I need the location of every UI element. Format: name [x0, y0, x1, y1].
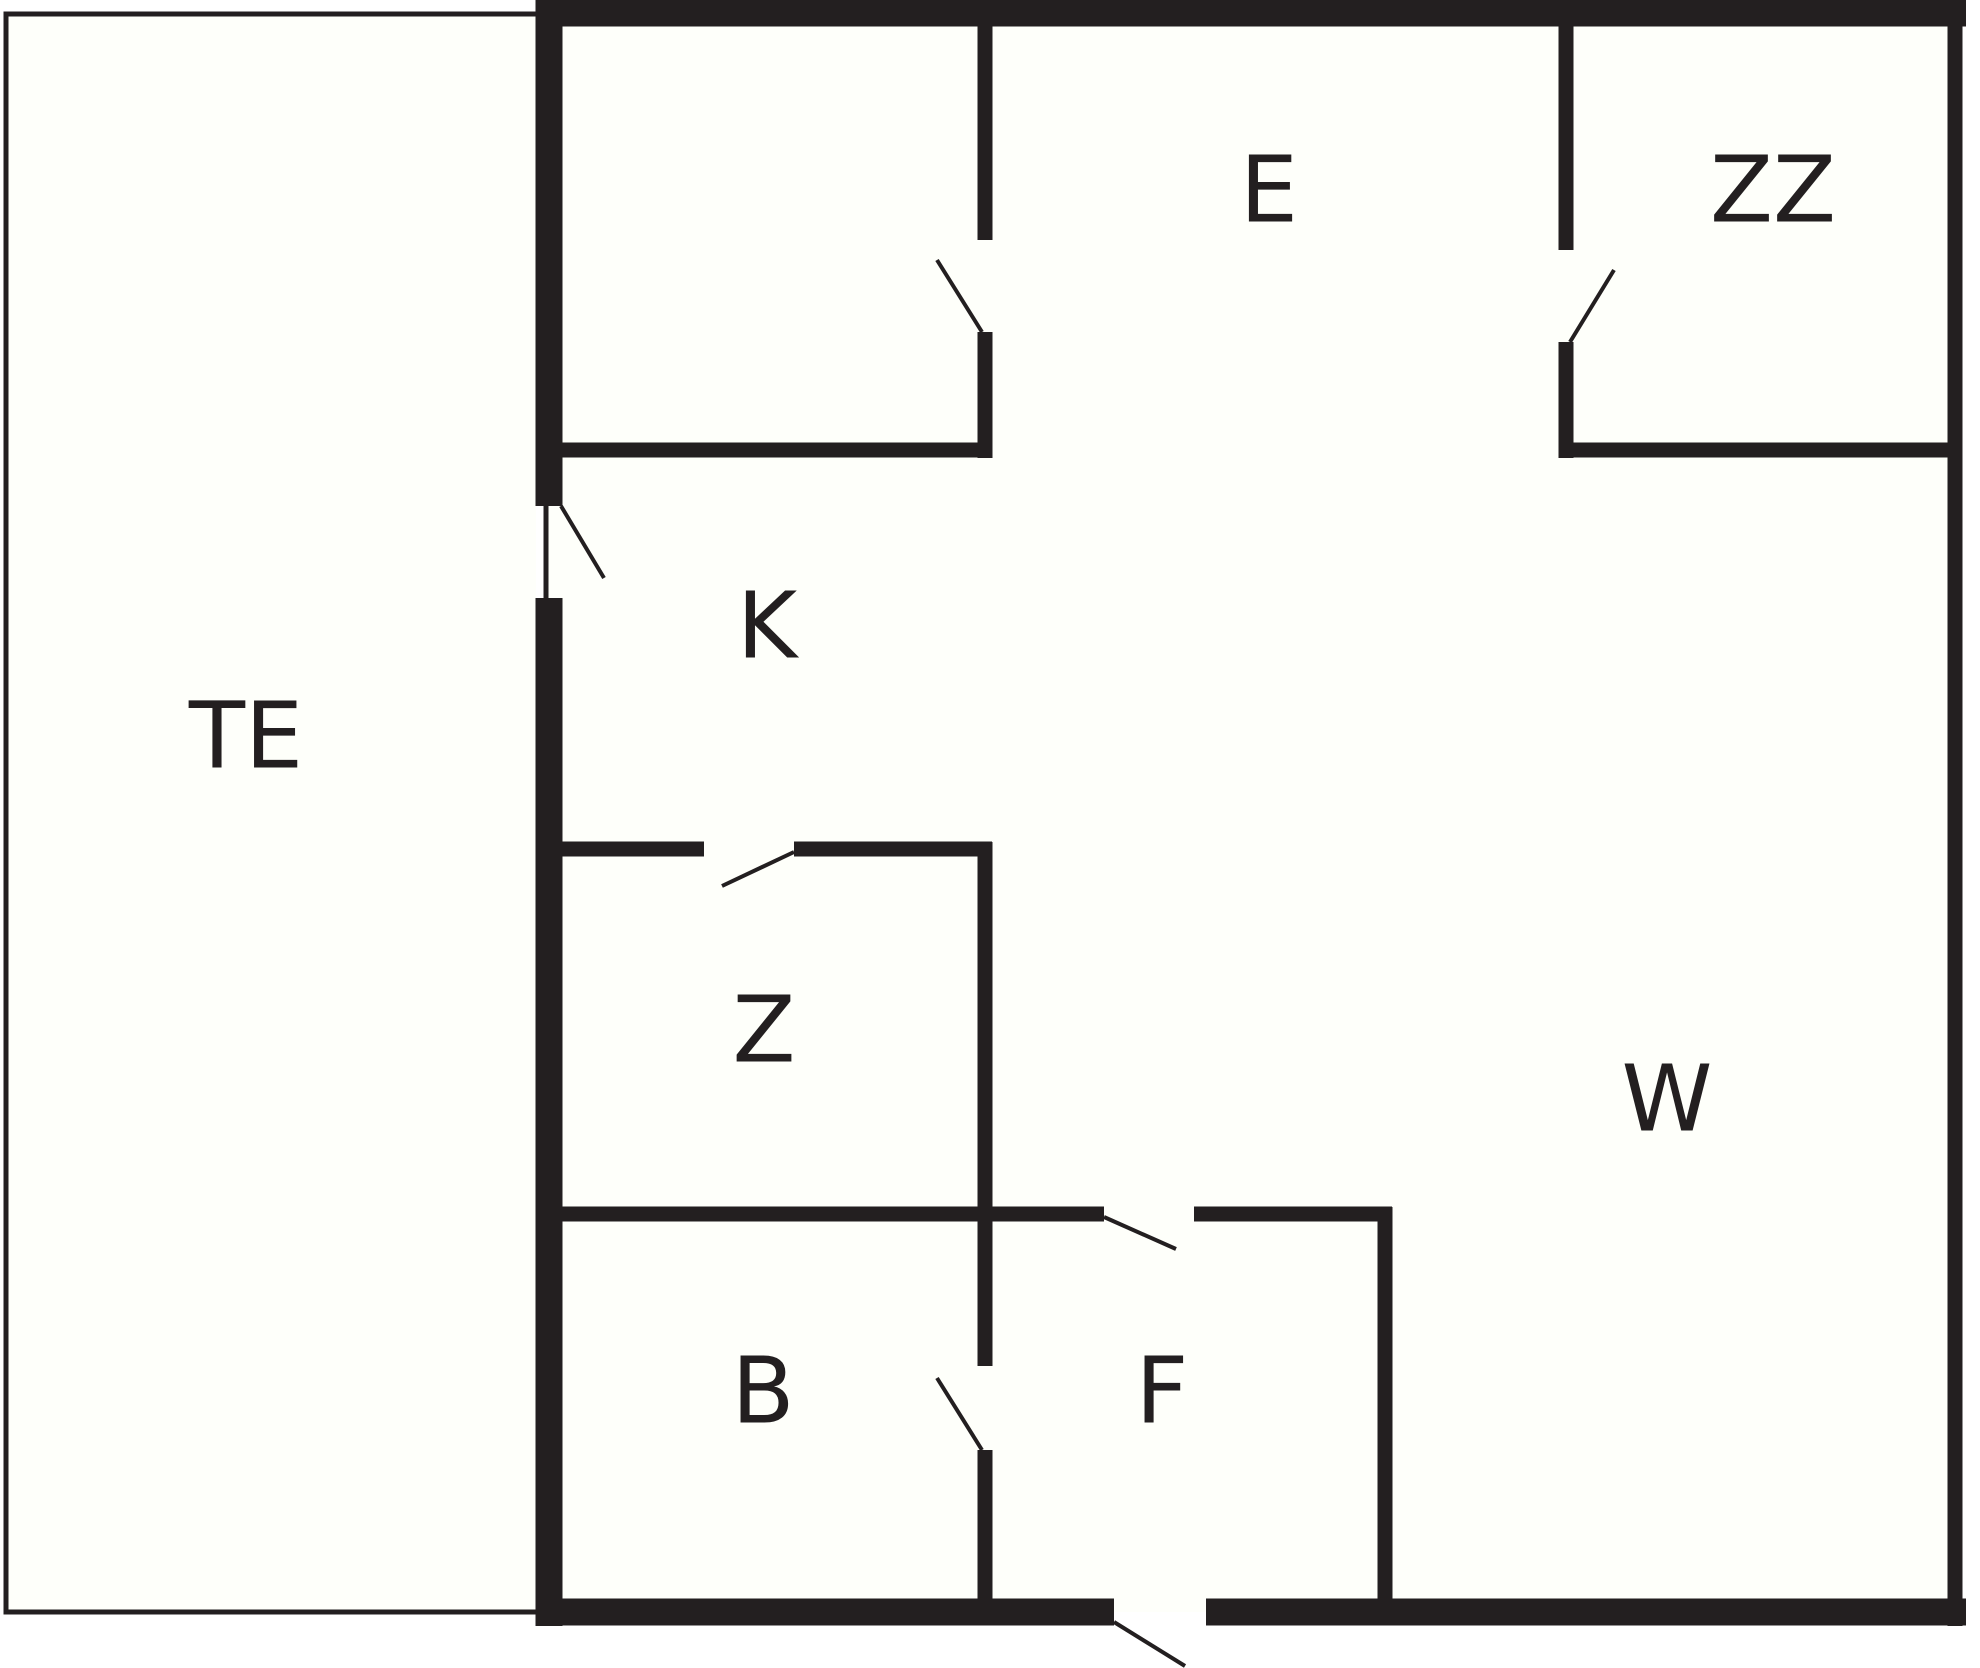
room-label-f: F — [1136, 1337, 1189, 1444]
room-label-te: TE — [188, 682, 303, 789]
door-swing-z — [721, 850, 795, 888]
door-swing-entry-left — [559, 504, 606, 580]
room-label-w: W — [1622, 1045, 1713, 1152]
floor-te — [6, 14, 536, 1612]
room-label-b: B — [731, 1337, 794, 1444]
room-label-e: E — [1240, 136, 1298, 243]
door-swing-entry-bottom — [1112, 1620, 1187, 1668]
door-swing-b — [935, 1376, 984, 1452]
room-label-zz: ZZ — [1710, 136, 1836, 243]
room-label-k: K — [737, 572, 800, 679]
door-swing-topleft — [935, 258, 984, 334]
door-swing-zz — [1568, 268, 1616, 344]
door-swing-f-top — [1103, 1215, 1177, 1251]
floor-main — [544, 14, 1952, 1612]
room-label-z: Z — [732, 976, 795, 1083]
